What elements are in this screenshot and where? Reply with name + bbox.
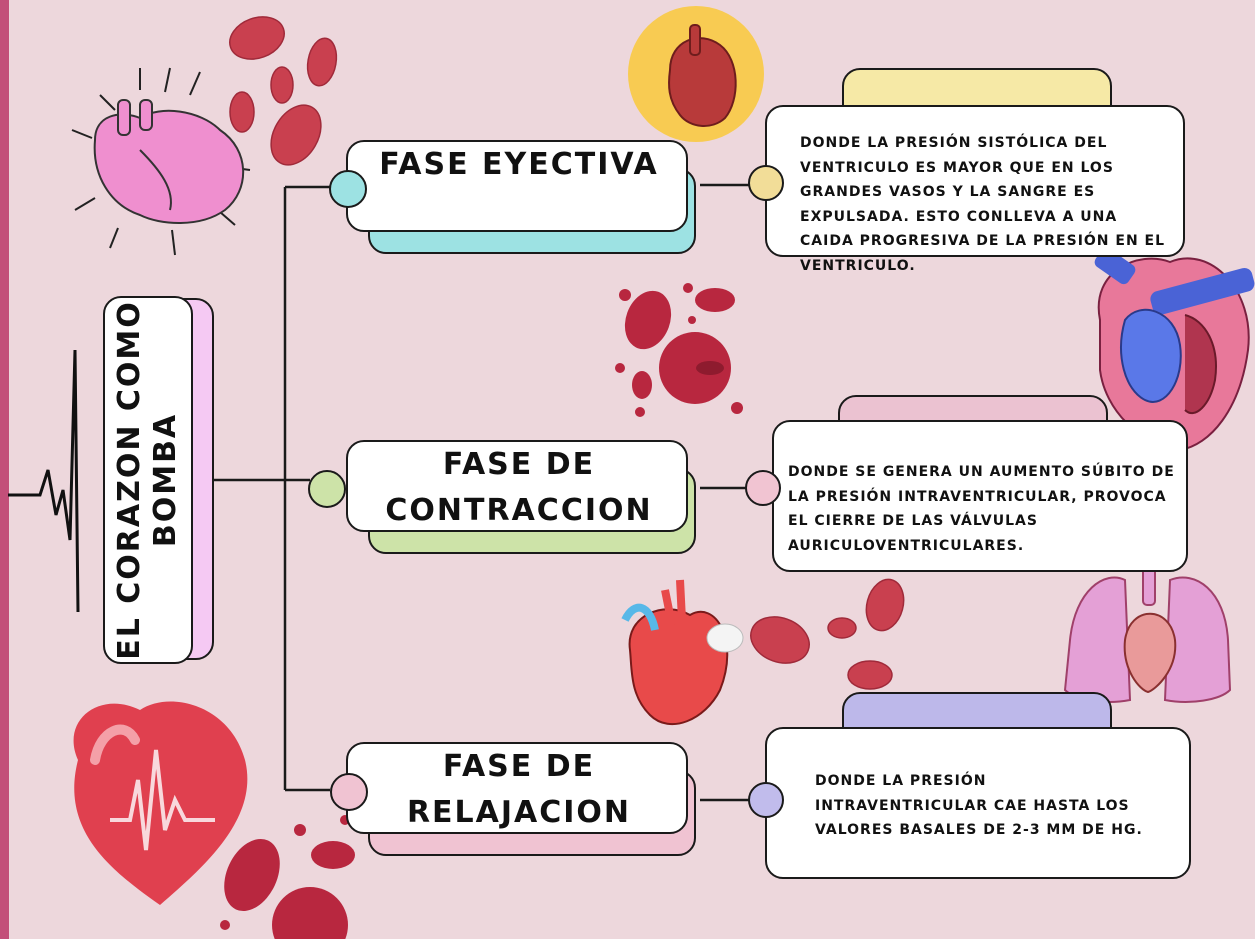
anatomical-heart-icon [1094,247,1255,452]
blood-cells-bottom [220,815,355,939]
description-3-text: DONDE LA PRESIÓN INTRAVENTRICULAR CAE HA… [815,773,1143,838]
blood-cells-lower [750,578,905,690]
main-title: EL CORAZON COMO BOMBA [112,300,183,660]
phase-1-right-dot [748,165,784,201]
ecg-line-icon [8,349,80,613]
phase-3-title: FASE DE RELAJACION [406,749,632,830]
phase-2-card: FASE DE CONTRACCION [346,440,688,532]
left-accent-bar [0,0,9,939]
colorful-heart-icon [621,579,744,726]
description-card-2: DONDE SE GENERA UN AUMENTO SÚBITO DE LA … [772,420,1188,572]
sketch-heart-icon [71,67,251,256]
blood-cells-middle [615,283,743,417]
connector-lines [190,183,750,802]
phase-2-title: FASE DE CONTRACCION [385,447,653,528]
description-card-1: DONDE LA PRESIÓN SISTÓLICA DEL VENTRICUL… [765,105,1185,274]
phase-1-card: FASE EYECTIVA [346,140,688,232]
phase-2-left-dot [308,470,346,508]
lungs-icon [1063,564,1232,703]
phase-3-card: FASE DE RELAJACION [346,742,688,834]
blood-cells-top [229,16,338,166]
title-card: EL CORAZON COMO BOMBA [103,296,193,664]
description-2-text: DONDE SE GENERA UN AUMENTO SÚBITO DE LA … [788,464,1175,554]
phase-1-left-dot [329,170,367,208]
description-card-3: DONDE LA PRESIÓN INTRAVENTRICULAR CAE HA… [765,727,1191,879]
description-1-text: DONDE LA PRESIÓN SISTÓLICA DEL VENTRICUL… [800,135,1166,274]
phase-2-right-dot [745,470,781,506]
heart-badge-icon [628,6,764,142]
phase-1-title: FASE EYECTIVA [379,147,659,182]
phase-3-right-dot [748,782,784,818]
red-heart-icon [73,701,248,905]
phase-3-left-dot [330,773,368,811]
